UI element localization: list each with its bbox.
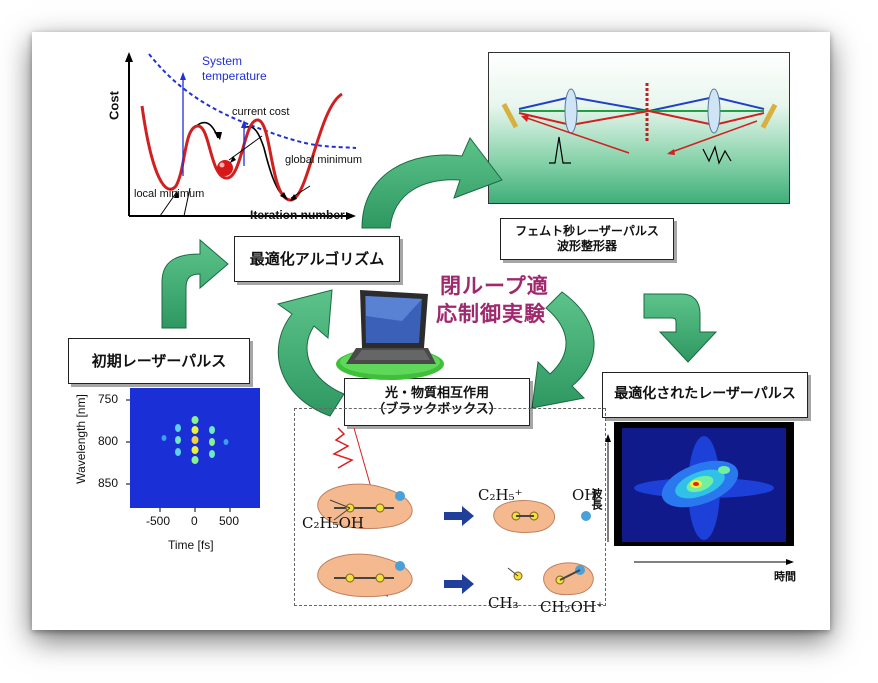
spectrogram-ytick-850: 850	[98, 476, 119, 490]
optimized-xlabel: 時間	[774, 570, 796, 583]
laptop-icon	[336, 290, 444, 380]
interaction-box-line2: （ブラックボックス）	[372, 402, 502, 417]
spectrogram-xtick-500: 500	[219, 514, 240, 528]
spectrogram-xtick-neg500: -500	[146, 514, 171, 528]
spectrogram-ylabel: Wavelength [nm]	[74, 394, 88, 484]
ch3-label: CH₃	[488, 594, 519, 612]
loop-title-line1: 閉ループ適	[440, 274, 549, 298]
ch2oh-plus-label: CH₂OH⁺	[540, 598, 604, 616]
ethanol-label: C₂H₅OH	[302, 514, 364, 532]
pulse-shaper-box-line1: フェムト秒レーザーパルス	[515, 224, 659, 238]
pulse-shaper-box: フェムト秒レーザーパルス 波形整形器	[500, 218, 674, 260]
optimized-ylabel: 波長	[590, 488, 603, 510]
spectrogram-ytick-750: 750	[98, 392, 119, 406]
interaction-box: 光・物質相互作用 （ブラックボックス）	[344, 378, 530, 426]
system-temperature-label-1: System	[202, 54, 243, 68]
oh-label: OH	[572, 486, 598, 504]
spectrogram-xtick-0: 0	[191, 514, 198, 528]
optics-diagram	[501, 83, 778, 165]
spectrogram-ytick-800: 800	[98, 434, 119, 448]
spectrogram-xlabel: Time [fs]	[168, 538, 214, 552]
spectrogram-plot	[126, 388, 260, 512]
cost-xlabel: Iteration number	[250, 208, 345, 222]
system-temperature-label-2: temperature	[202, 69, 267, 83]
optimization-algorithm-box: 最適化アルゴリズム	[234, 236, 400, 282]
cost-plot	[125, 52, 357, 220]
interaction-region	[294, 408, 606, 606]
optimized-spectrogram	[605, 422, 794, 565]
optimized-pulse-box: 最適化されたレーザーパルス	[602, 372, 808, 418]
local-minimum-label: local minimum	[134, 188, 205, 200]
current-cost-label: current cost	[232, 106, 290, 118]
global-minimum-label: global minimum	[285, 154, 363, 166]
interaction-box-line1: 光・物質相互作用	[384, 385, 489, 401]
molecules-diagram	[317, 427, 594, 598]
c2h5-plus-label: C₂H₅⁺	[478, 486, 523, 504]
initial-pulse-box: 初期レーザーパルス	[68, 338, 250, 384]
slide: Cost Iteration number System temperature…	[32, 32, 830, 630]
green-arrows	[161, 137, 718, 417]
pulse-shaper-panel	[488, 52, 790, 204]
loop-title-line2: 応制御実験	[436, 302, 546, 326]
pulse-shaper-box-line2: 波形整形器	[556, 239, 617, 253]
